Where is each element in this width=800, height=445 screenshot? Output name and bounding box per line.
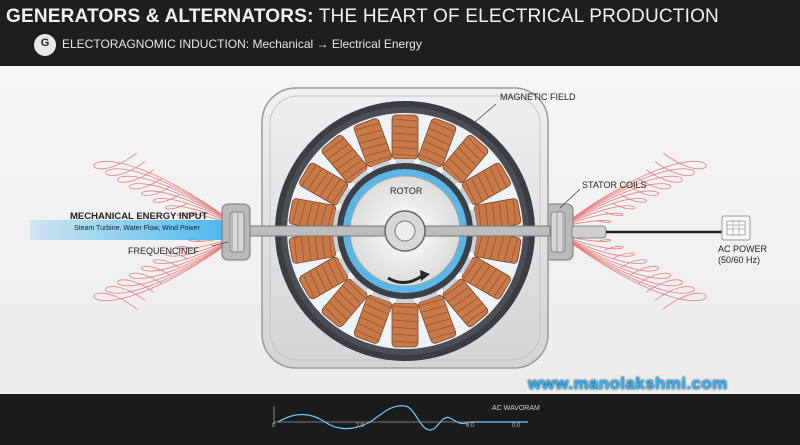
stator-coil [468, 230, 522, 264]
footer-bar [0, 394, 800, 440]
rotation-arrow-icon [387, 274, 423, 284]
field-line [559, 234, 695, 301]
stator-coils-label: STATOR COILS [582, 180, 647, 190]
stator-coil [391, 297, 419, 348]
field-line [559, 177, 671, 228]
stator-coil [321, 135, 370, 187]
mechanical-input-label: MECHANICAL ENERGY INPUT [70, 211, 208, 222]
field-line [559, 194, 648, 228]
rotor-label: ROTOR [390, 186, 423, 196]
stator-coil [321, 275, 370, 327]
website-link[interactable]: www.manolakshmi.com [528, 374, 728, 393]
field-line [559, 234, 707, 310]
mechanical-input-arrow [30, 220, 230, 240]
field-line [129, 177, 241, 228]
ac-power-hz-label: (50/60 Hz) [718, 255, 761, 265]
field-line [559, 219, 612, 228]
magnetic-field-label: MAGNETIC FIELD [500, 92, 576, 102]
stator-coil [457, 162, 511, 206]
stator-coil [288, 198, 342, 232]
diagram-stage [0, 66, 800, 394]
right-bearing [544, 203, 607, 261]
field-line [559, 211, 624, 228]
field-line [559, 152, 707, 228]
stator-coil [391, 114, 419, 165]
ac-power-box [721, 215, 751, 241]
field-line [152, 194, 241, 228]
stator-coil [418, 289, 457, 344]
field-line [93, 234, 241, 310]
waveform-tick: 0 [272, 423, 276, 429]
frequency-label: FREQUENCINEF [128, 246, 200, 256]
waveform-tick: 6:0 [466, 423, 475, 429]
stator-coil [299, 162, 353, 206]
waveform-label: AC WAVORAM [492, 405, 540, 412]
field-line [93, 152, 241, 228]
field-line [559, 203, 636, 228]
waveform-tick: 2:0 [356, 423, 365, 429]
field-line [152, 234, 241, 268]
field-line [559, 169, 683, 228]
stator-coil [299, 256, 353, 300]
field-line [176, 234, 241, 251]
generator-diagram [30, 87, 751, 369]
field-line [105, 161, 241, 228]
field-line [105, 234, 241, 301]
magnetic-field-lines [93, 111, 707, 351]
field-line [164, 234, 241, 259]
field-line [559, 234, 671, 285]
header-bar: GENERATORS & ALTERNATORS: THE HEART OF E… [0, 0, 800, 66]
field-line [117, 234, 241, 293]
stator-coil [418, 118, 457, 173]
mechanical-sources-label: Steam Turbine, Water Flow, Wind Power [74, 225, 200, 232]
subtitle: ELECTORAGNOMIC INDUCTION: Mechanical → E… [62, 37, 422, 51]
field-line [559, 234, 636, 259]
field-line [141, 234, 241, 276]
ac-power-label: AC POWER [718, 244, 768, 254]
stator-coil [440, 135, 489, 187]
field-line [129, 234, 241, 285]
field-line [559, 234, 624, 251]
ac-waveform [273, 405, 528, 431]
logo-icon: G [34, 34, 56, 56]
field-line [559, 234, 648, 268]
stator-coil [457, 256, 511, 300]
field-line [176, 211, 241, 228]
stator-coil [353, 289, 392, 344]
field-line [141, 186, 241, 228]
stator-coil [353, 118, 392, 173]
field-line [164, 203, 241, 228]
waveform-tick: 0:0 [512, 423, 521, 429]
field-line [559, 234, 659, 276]
stator-coil [440, 275, 489, 327]
field-line [559, 234, 683, 293]
field-line [559, 186, 659, 228]
field-line [559, 161, 695, 228]
field-line [117, 169, 241, 228]
page-title: GENERATORS & ALTERNATORS: THE HEART OF E… [6, 6, 719, 27]
left-bearing [221, 203, 251, 261]
stator-coils [288, 114, 522, 348]
